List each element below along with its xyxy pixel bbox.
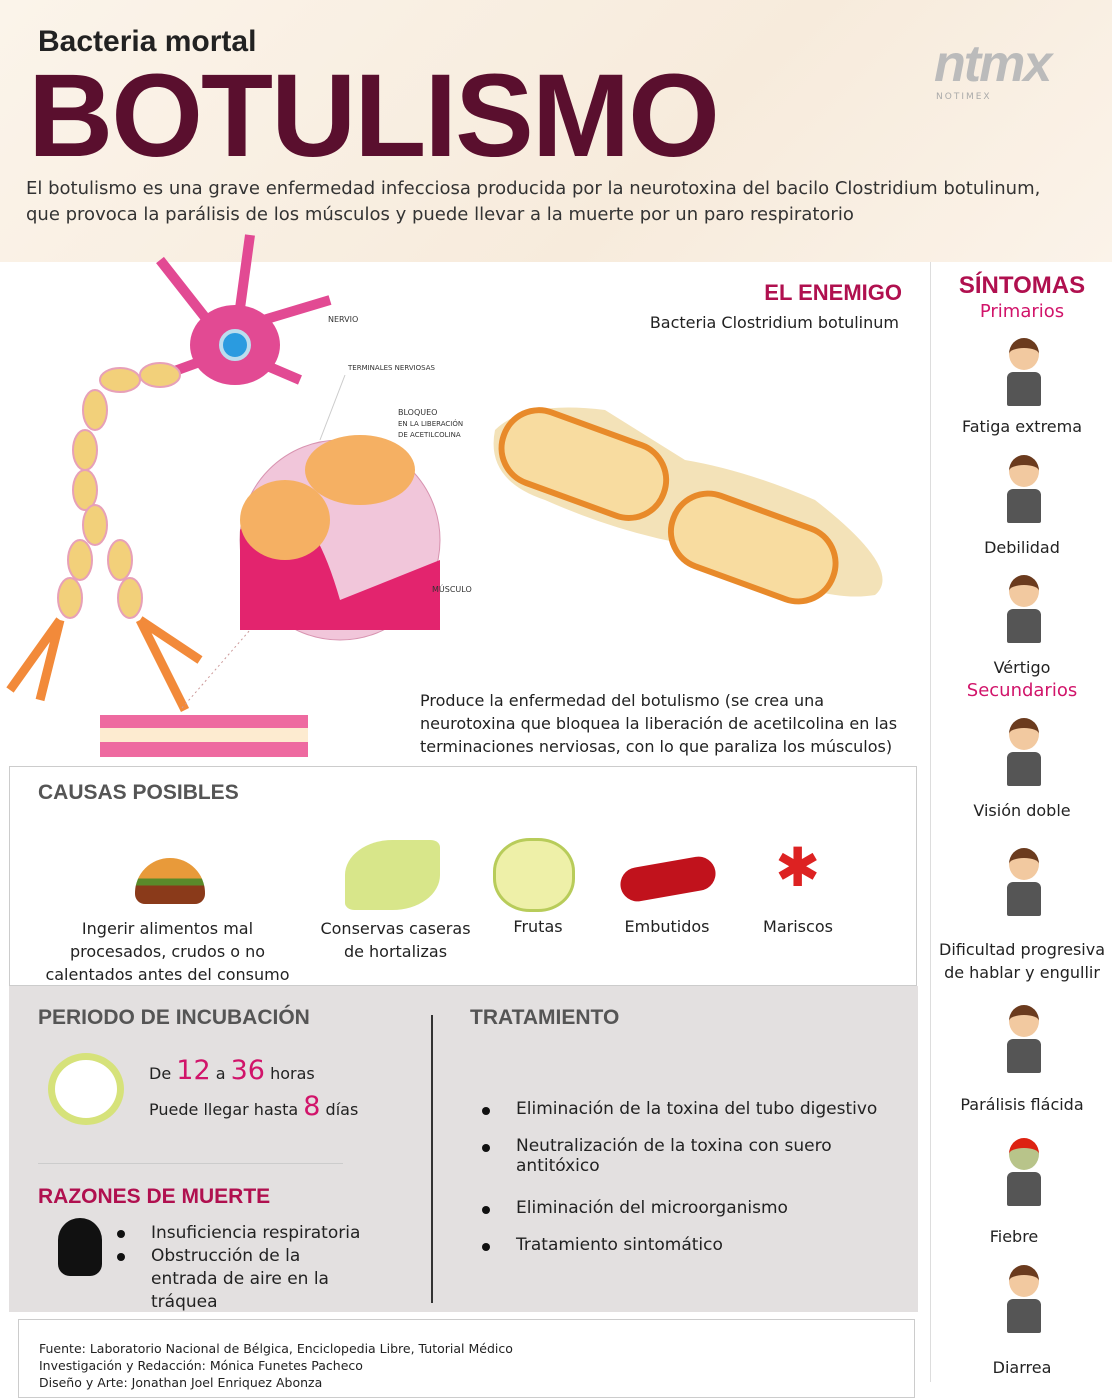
causas-section [9,766,917,986]
divider [38,1163,343,1164]
causa-item: Mariscos [763,917,833,936]
symptom-label: Debilidad [984,538,1060,557]
sintomas-title: SÍNTOMAS [958,272,1086,299]
label-bloqueo: BLOQUEO [398,408,438,417]
notimex-logo: ntmx [934,35,1052,93]
causas-title: CAUSAS POSIBLES [38,781,239,804]
divider [431,1015,433,1303]
vegetable-icon [345,840,440,910]
muerte-list: Insuficiencia respiratoria Obstrucción d… [117,1222,367,1331]
hours-max: 36 [230,1055,265,1086]
page-title: BOTULISMO [28,50,720,182]
text: días [325,1100,359,1119]
tratamiento-item: Neutralización de la toxina con suero an… [482,1136,912,1176]
symptom-label: Fatiga extrema [961,417,1083,436]
footer-research: Investigación y Redacción: Mónica Funete… [39,1358,363,1373]
text: Puede llegar hasta [149,1100,299,1119]
lobster-icon: ✱ [775,836,821,899]
apple-icon [493,838,575,912]
footer-source: Fuente: Laboratorio Nacional de Bélgica,… [39,1341,513,1356]
enemigo-description: Produce la enfermedad del botulismo (se … [420,691,898,756]
label-musculo: MÚSCULO [432,585,472,594]
text: a [215,1064,226,1083]
causa-item: Conservas caseras de hortalizas [320,919,471,961]
skull-icon [58,1218,102,1276]
incubacion-max: Puede llegar hasta 8 días [149,1092,358,1125]
symptoms-sidebar: SÍNTOMAS Primarios Fatiga extrema Debili… [930,262,1112,1382]
symptom-label: Vértigo [993,658,1051,677]
weakness-icon [1001,447,1047,527]
footer-design: Diseño y Arte: Jonathan Joel Enriquez Ab… [39,1375,323,1390]
tratamiento-title: TRATAMIENTO [470,1006,620,1029]
label-terminales: TERMINALES NERVIOSAS [348,364,435,372]
tratamiento-list: Eliminación de la toxina del tubo digest… [482,1099,912,1272]
causa-item: Embutidos [624,917,710,936]
text: De [149,1064,172,1083]
muerte-item: Obstrucción de la entrada de aire en la … [117,1245,367,1314]
logo-subtitle: NOTIMEX [936,92,992,102]
tratamiento-item: Tratamiento sintomático [482,1235,912,1255]
fatigue-icon [1001,330,1047,410]
text: horas [270,1064,315,1083]
clock-icon [48,1053,124,1125]
bacteria-illustration [493,407,883,605]
intro-text: El botulismo es una grave enfermedad inf… [26,178,1041,225]
causa-item: Ingerir alimentos mal procesados, crudos… [45,919,290,984]
days-max: 8 [303,1091,321,1122]
diarrhea-icon [1001,1257,1047,1337]
secundarios-label: Secundarios [966,680,1078,701]
neuron-diagram [6,234,441,757]
paralysis-icon [1001,997,1047,1077]
hours-min: 12 [176,1055,211,1086]
enemigo-subtitle: Bacteria Clostridium botulinum [649,313,899,332]
label-bloqueo-3: DE ACETILCOLINA [398,431,461,439]
enemigo-title: EL ENEMIGO [764,280,902,305]
tratamiento-item: Eliminación de la toxina del tubo digest… [482,1099,912,1119]
incubacion-range: De 12 a 36 horas [149,1056,315,1089]
symptom-label: Dificultad progresiva de hablar y engull… [939,940,1105,982]
symptom-label: Parálisis flácida [960,1095,1084,1114]
info-panel [9,986,918,1312]
fever-icon [1001,1130,1047,1210]
incubacion-title: PERIODO DE INCUBACIÓN [38,1006,310,1029]
symptom-label: Diarrea [992,1358,1052,1377]
subtitle: Bacteria mortal [38,25,257,58]
label-bloqueo-2: EN LA LIBERACIÓN [398,420,464,428]
muerte-item: Insuficiencia respiratoria [117,1222,367,1245]
footer: Fuente: Laboratorio Nacional de Bélgica,… [18,1319,915,1398]
label-nervio: NERVIO [328,315,359,324]
primarios-label: Primarios [979,301,1065,322]
muerte-title: RAZONES DE MUERTE [38,1185,271,1208]
speech-difficulty-icon [1001,840,1047,920]
symptom-label: Visión doble [973,801,1071,820]
causa-item: Frutas [513,917,563,936]
symptom-label: Fiebre [989,1227,1039,1246]
vertigo-icon [1001,567,1047,647]
tratamiento-item: Eliminación del microorganismo [482,1198,912,1218]
double-vision-icon [1001,710,1047,790]
header [0,0,1112,262]
